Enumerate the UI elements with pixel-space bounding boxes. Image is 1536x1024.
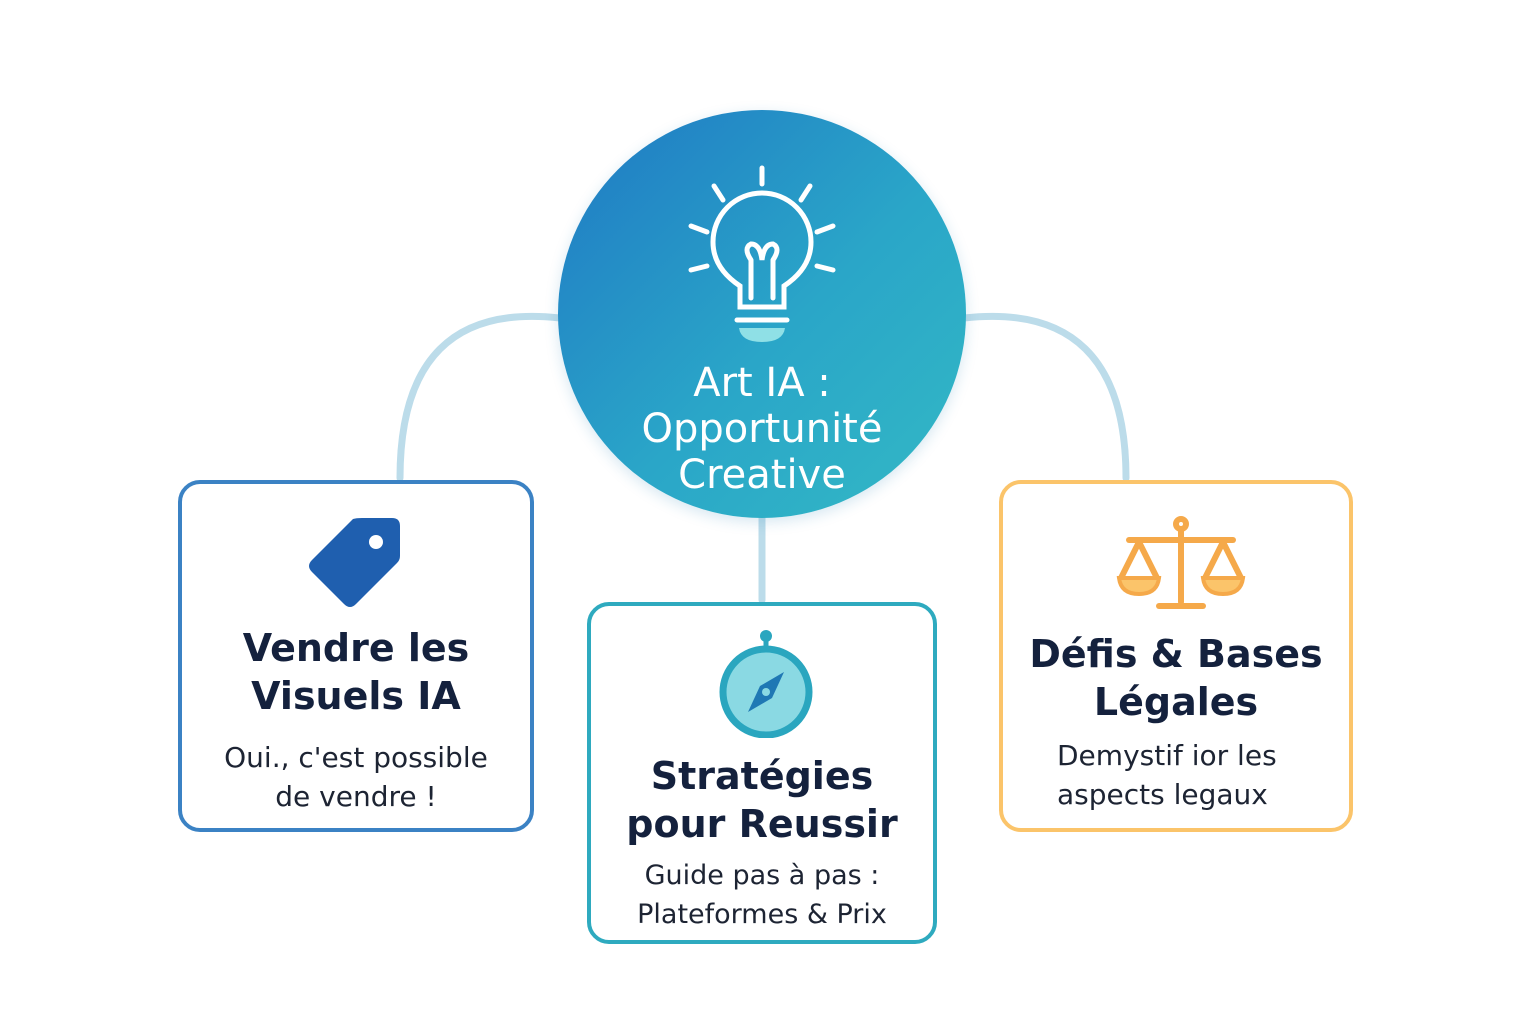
connector-left xyxy=(396,312,564,482)
card-desc-line-2: Plateformes & Prix xyxy=(637,899,887,930)
card-desc-line-2: de vendre ! xyxy=(275,780,437,813)
hub-title-line-3: Creative xyxy=(678,452,846,498)
central-hub: Art IA : Opportunité Creative xyxy=(558,110,966,518)
compass-icon xyxy=(719,630,813,738)
card-sell-visuals: Vendre les Visuels IA Oui., c'est possib… xyxy=(178,480,534,832)
card-title-line-2: Visuels IA xyxy=(251,674,461,718)
card-desc-line-1: Guide pas à pas : xyxy=(644,860,880,891)
card-desc-line-2: aspects legaux xyxy=(1057,778,1268,811)
card-title-line-1: Vendre les xyxy=(242,626,470,670)
hub-title-line-1: Art IA : xyxy=(693,360,831,406)
card-desc-line-1: Oui., c'est possible xyxy=(224,741,488,774)
connector-right xyxy=(960,312,1130,482)
card-desc-line-1: Demystif ior les xyxy=(1057,739,1277,772)
card-title: Défis & Bases Légales xyxy=(1003,630,1349,726)
card-title-line-1: Défis & Bases xyxy=(1029,632,1323,676)
card-strategies: Stratégies pour Reussir Guide pas à pas … xyxy=(587,602,937,944)
card-legal-challenges: Défis & Bases Légales Demystif ior les a… xyxy=(999,480,1353,832)
card-title: Stratégies pour Reussir xyxy=(591,752,933,848)
hub-title: Art IA : Opportunité Creative xyxy=(558,360,966,498)
price-tag-icon xyxy=(309,518,400,607)
card-title: Vendre les Visuels IA xyxy=(182,624,530,720)
lightbulb-icon xyxy=(688,165,836,342)
card-description: Oui., c'est possible de vendre ! xyxy=(182,738,530,816)
card-title-line-2: pour Reussir xyxy=(626,802,898,846)
card-title-line-2: Légales xyxy=(1093,680,1259,724)
scales-icon xyxy=(1116,516,1246,609)
hub-title-line-2: Opportunité xyxy=(641,406,883,452)
card-title-line-1: Stratégies xyxy=(650,754,874,798)
card-description: Demystif ior les aspects legaux xyxy=(1057,736,1347,814)
card-description: Guide pas à pas : Plateformes & Prix xyxy=(591,856,933,934)
